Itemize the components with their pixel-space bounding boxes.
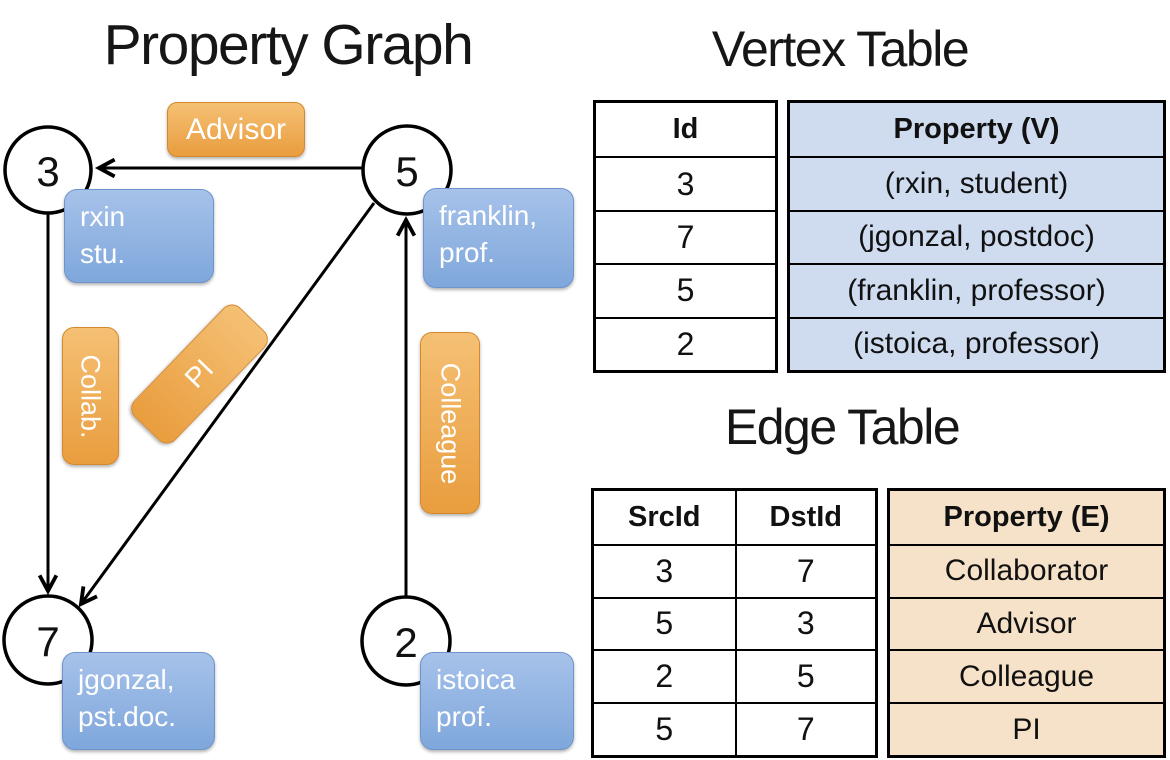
edge-table-property-cell: Advisor [890, 596, 1163, 650]
node-5-property-line1: franklin, [439, 200, 538, 231]
node-5-property-box: franklin, prof. [423, 188, 574, 288]
edge-table-property-cell: Collaborator [890, 543, 1163, 597]
edge-label-colleague: Colleague [420, 332, 480, 514]
edge-table-srcid-cell: 3 [594, 543, 735, 597]
vertex-table-id-cell: 7 [596, 209, 775, 263]
vertex-table-property-cell: (rxin, student) [790, 156, 1163, 209]
edge-table-dstid-cell: 5 [734, 649, 875, 703]
vertex-table-property-cell: (jgonzal, postdoc) [790, 209, 1163, 263]
edge-pi-arrow [78, 202, 376, 608]
vertex-table-property-cell: (franklin, professor) [790, 263, 1163, 316]
node-5-property-line2: prof. [439, 237, 496, 268]
node-3-property-line1: rxin [80, 201, 126, 232]
edge-table-property-cell: Colleague [890, 649, 1163, 702]
vertex-table-id-cell: 2 [596, 316, 775, 370]
edge-table-srcid-cell: 5 [594, 702, 735, 755]
edge-label-collab: Collab. [62, 327, 119, 465]
edge-table-dstid-cell: 7 [734, 543, 875, 597]
edge-table-dstid-cell: 3 [734, 596, 875, 650]
node-2-property-line1: istoica [436, 664, 516, 695]
node-7-property-line1: jgonzal, [78, 664, 175, 695]
node-2-property-line2: prof. [436, 701, 493, 732]
vertex-table-property-header: Property (V) [893, 113, 1060, 146]
edge-label-advisor-text: Advisor [185, 112, 287, 146]
edge-label-colleague-text: Colleague [435, 362, 466, 484]
node-3-property-box: rxin stu. [64, 189, 214, 283]
edge-table-srcid-cell: 2 [594, 649, 735, 702]
node-2-id: 2 [394, 619, 417, 666]
edge-table-property-header: Property (E) [943, 500, 1110, 533]
node-3-property-line2: stu. [80, 238, 126, 269]
node-2-property-box: istoica prof. [420, 652, 574, 750]
edge-table-dstid-header: DstId [734, 491, 876, 544]
edge-label-advisor: Advisor [167, 102, 305, 157]
edge-label-pi-text: PI [178, 353, 220, 394]
node-5-id: 5 [395, 148, 418, 195]
node-3-id: 3 [36, 148, 59, 195]
edge-table-title: Edge Table [724, 399, 961, 455]
vertex-table-id-cell: 3 [596, 156, 775, 209]
vertex-table-id-cell: 5 [596, 263, 775, 316]
edge-table-property-column: Property (E) Collaborator Advisor Collea… [887, 488, 1166, 758]
edge-table-property-cell: PI [890, 702, 1163, 755]
edge-table-srcid-cell: 5 [594, 596, 735, 650]
vertex-table-property-cell: (istoica, professor) [790, 316, 1163, 370]
edge-table-dstid-cell: 7 [734, 702, 875, 755]
node-7-id: 7 [36, 618, 59, 665]
node-7-property-line2: pst.doc. [78, 701, 177, 732]
vertex-table-id-header: Id [672, 113, 699, 146]
edge-table-id-columns: SrcId DstId 3 7 5 3 2 5 5 7 [591, 488, 878, 758]
edge-table-srcid-header: SrcId [627, 500, 701, 533]
vertex-table-property-column: Property (V) (rxin, student) (jgonzal, p… [787, 100, 1166, 373]
edge-label-collab-text: Collab. [76, 353, 107, 439]
node-7-property-box: jgonzal, pst.doc. [62, 652, 215, 750]
property-graph-title: Property Graph [103, 13, 474, 77]
vertex-table-id-column: Id 3 7 5 2 [593, 100, 778, 373]
vertex-table-title: Vertex Table [711, 21, 970, 77]
